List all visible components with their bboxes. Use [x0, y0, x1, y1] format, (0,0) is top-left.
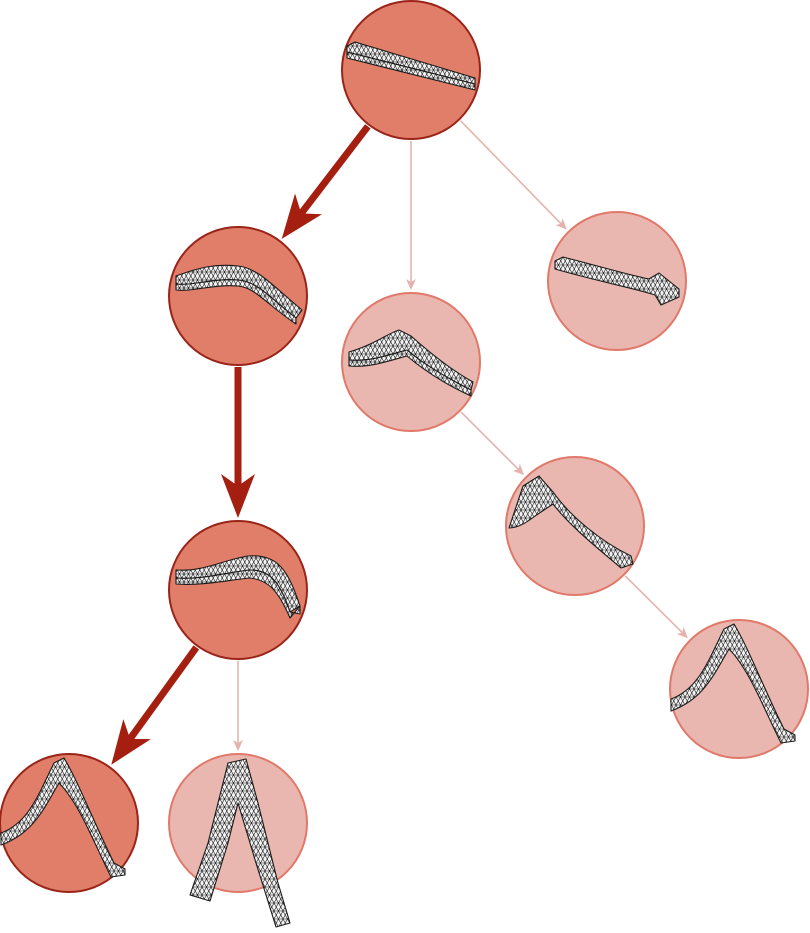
- tall-fold-icon: [189, 758, 291, 928]
- arch-fold-icon: [670, 623, 796, 744]
- edge-root-a1: [281, 124, 371, 239]
- edge-c2-c3: [624, 575, 688, 639]
- tree-node-a1: [168, 226, 308, 366]
- edge-root-d1: [460, 120, 567, 230]
- tree-node-c1: [341, 292, 481, 432]
- tree-node-d1: [547, 211, 687, 351]
- edges-layer: [111, 120, 688, 765]
- tree-node-c2: [505, 456, 645, 596]
- edge-a2-a3: [111, 645, 200, 765]
- edge-a2-b1: [233, 661, 243, 751]
- tree-node-a3: [0, 753, 139, 893]
- edge-root-c1: [406, 141, 416, 290]
- tree-node-c3: [669, 619, 809, 759]
- arch-fold-icon: [0, 757, 126, 878]
- tree-node-b1: [168, 753, 308, 928]
- peak-fold-icon: [508, 475, 634, 569]
- twisted-strip-icon: [554, 256, 680, 306]
- wave-bend-icon: [175, 555, 301, 619]
- kinked-plate-icon: [348, 329, 474, 397]
- flat-plate-icon: [346, 41, 476, 91]
- slight-bend-icon: [175, 264, 303, 325]
- tree-node-root: [341, 0, 481, 140]
- tree-node-a2: [168, 520, 308, 660]
- edge-c1-c2: [460, 411, 525, 476]
- edge-a1-a2: [221, 367, 255, 518]
